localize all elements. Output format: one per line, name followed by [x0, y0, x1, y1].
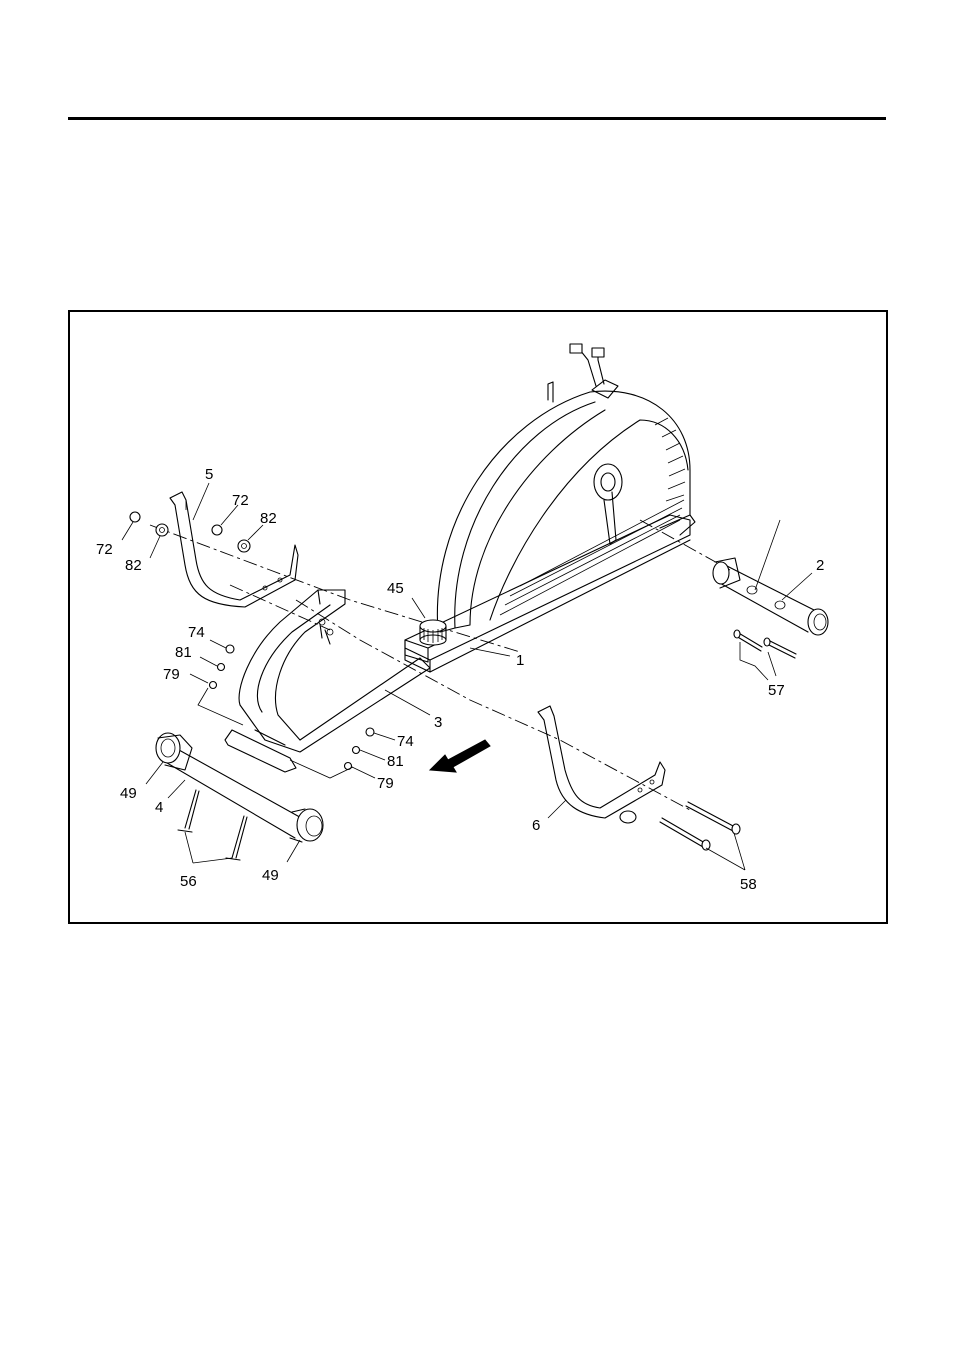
bolts-part-56: [178, 790, 247, 860]
callout-5: 5: [205, 466, 213, 483]
callout-81: 81: [387, 753, 404, 770]
callout-58: 58: [740, 876, 757, 893]
end-cap-icon: [808, 609, 828, 635]
callout-49: 49: [120, 785, 137, 802]
knob-part-45: [420, 620, 446, 645]
end-cap-part-49: [297, 809, 323, 841]
washer-icon: [238, 540, 250, 552]
callout-4: 4: [155, 799, 163, 816]
bracket-part-6: [538, 706, 665, 823]
callout-57: 57: [768, 682, 785, 699]
direction-arrow-icon: [430, 740, 490, 772]
washer-icon: [218, 664, 225, 671]
callout-3: 3: [434, 714, 442, 731]
callout-56: 56: [180, 873, 197, 890]
callout-6: 6: [532, 817, 540, 834]
callout-79: 79: [377, 775, 394, 792]
hardware: [130, 512, 374, 770]
cable-connector-icon: [592, 348, 604, 357]
callout-82: 82: [125, 557, 142, 574]
callout-72: 72: [232, 492, 249, 509]
callout-74: 74: [188, 624, 205, 641]
bolts-part-57: [734, 630, 796, 658]
washer-icon: [210, 682, 217, 689]
rear-stabilizer-part-2: [713, 558, 828, 635]
main-frame-part-1: [405, 344, 695, 672]
front-stabilizer-part-4: [156, 730, 323, 842]
nut-icon: [226, 645, 234, 653]
front-tube-part-3: [239, 590, 430, 752]
callout-45: 45: [387, 580, 404, 597]
nut-icon: [366, 728, 374, 736]
nut-icon: [130, 512, 140, 522]
callout-2: 2: [816, 557, 824, 574]
callout-72: 72: [96, 541, 113, 558]
callout-81: 81: [175, 644, 192, 661]
callout-74: 74: [397, 733, 414, 750]
crank-hub: [594, 464, 622, 500]
end-cap-icon: [713, 562, 729, 584]
callouts: 5 72 82 72 82 45 1 3 2 57 74 81 79 74 81…: [96, 466, 824, 893]
bolts-part-58: [660, 802, 740, 850]
washer-icon: [353, 747, 360, 754]
washer-icon: [156, 524, 168, 536]
nut-icon: [212, 525, 222, 535]
cable-connector-icon: [570, 344, 582, 353]
callout-1: 1: [516, 652, 524, 669]
callout-49: 49: [262, 867, 279, 884]
callout-79: 79: [163, 666, 180, 683]
callout-82: 82: [260, 510, 277, 527]
